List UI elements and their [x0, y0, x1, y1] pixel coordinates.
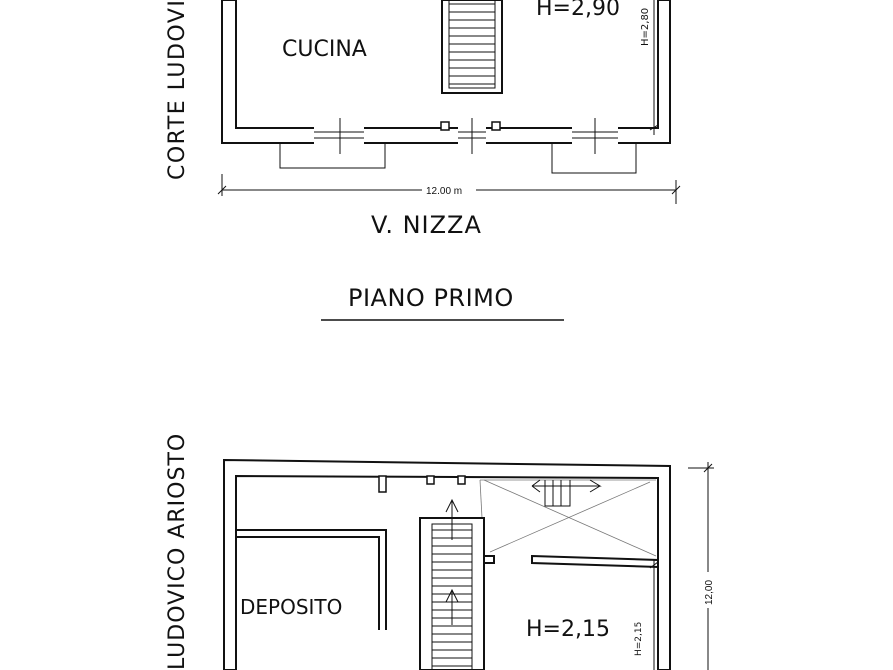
- bottom-plan-stair-arrow: [531, 479, 602, 507]
- top-plan-height-small-label: H=2,80: [640, 8, 651, 46]
- top-floor-plan: CORTE LUDOVIC CUCINA H=2,90 H=2,80 12.00…: [165, 0, 681, 239]
- bottom-plan-staircase: [419, 498, 485, 670]
- bottom-plan-side-label: 12,00: [704, 580, 715, 605]
- bottom-plan-height-label: H=2,15: [526, 617, 610, 642]
- top-plan-outer-walls: [221, 0, 671, 144]
- top-plan-staircase: [441, 0, 503, 94]
- bottom-plan-street-left: LUDOVICO ARIOSTO: [165, 433, 190, 670]
- top-plan-height-label: H=2,90: [536, 0, 620, 21]
- section-title-text: PIANO PRIMO: [348, 284, 514, 312]
- storage-label: DEPOSITO: [240, 595, 342, 619]
- top-plan-windows: [314, 118, 618, 154]
- kitchen-label: CUCINA: [282, 37, 367, 62]
- top-plan-balcony-left: [279, 143, 386, 169]
- bottom-plan-corridor-wall: [235, 529, 387, 670]
- bottom-plan-side-dimension: [688, 462, 714, 670]
- top-plan-balcony-right: [551, 143, 637, 174]
- top-plan-street-left: CORTE LUDOVIC: [165, 0, 190, 180]
- bottom-plan-right-wall: [531, 554, 659, 569]
- street-bottom-label: V. NIZZA: [371, 211, 482, 239]
- section-title: PIANO PRIMO: [321, 284, 564, 321]
- bottom-plan-outer-walls: [223, 458, 671, 670]
- top-plan-width-label: 12.00 m: [426, 186, 462, 197]
- bottom-floor-plan: LUDOVICO ARIOSTO DEPOSITO H=2,15 H=2,15 …: [165, 433, 715, 670]
- stair-void: [479, 479, 657, 557]
- bottom-plan-height-small-label: H=2,15: [634, 622, 644, 656]
